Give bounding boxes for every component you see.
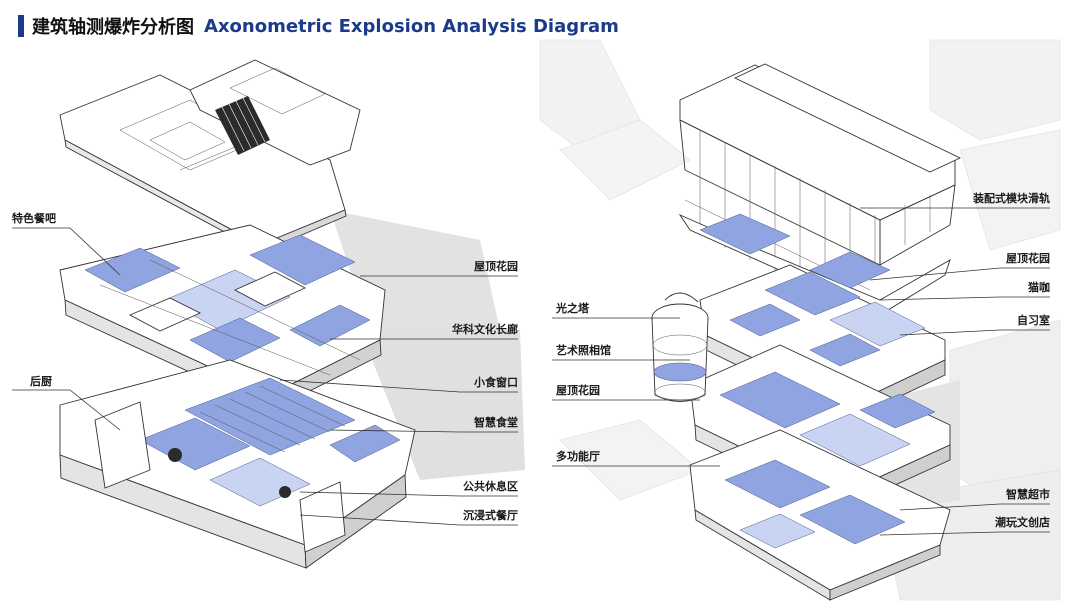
title-english: Axonometric Explosion Analysis Diagram bbox=[204, 15, 619, 37]
label-zixishi: 自习室 bbox=[1017, 313, 1050, 327]
label-houchu: 后厨 bbox=[30, 374, 52, 388]
label-duogongnengting: 多功能厅 bbox=[556, 449, 600, 463]
context-buildings bbox=[539, 39, 1061, 601]
label-gonggong-xiuxiqu: 公共休息区 bbox=[463, 479, 518, 493]
label-chenjinshi-canting: 沉浸式餐厅 bbox=[463, 508, 518, 522]
light-tower bbox=[651, 292, 709, 402]
label-guangzhita: 光之塔 bbox=[555, 301, 590, 315]
right-middle-floor bbox=[689, 344, 951, 511]
label-zhihui-shitang: 智慧食堂 bbox=[474, 415, 518, 429]
label-wuding-huayuan-tower: 屋顶花园 bbox=[556, 383, 600, 397]
right-ground-floor bbox=[689, 429, 951, 601]
label-zhuangpei-huagui: 装配式模块滑轨 bbox=[972, 191, 1050, 205]
label-wuding-huayuan-right: 屋顶花园 bbox=[1006, 251, 1050, 265]
title-chinese: 建筑轴测爆炸分析图 bbox=[32, 17, 194, 38]
label-chaowan-wenchuangdian: 潮玩文创店 bbox=[995, 515, 1050, 529]
label-wuding-huayuan-left: 屋顶花园 bbox=[474, 259, 518, 273]
label-maoka: 猫咖 bbox=[1028, 280, 1050, 294]
label-tese-canba: 特色餐吧 bbox=[12, 211, 56, 225]
label-xiaoshi-chuangkou: 小食窗口 bbox=[473, 375, 518, 389]
left-ground-floor bbox=[59, 359, 416, 569]
title-accent-bar bbox=[18, 15, 24, 37]
dining-tables bbox=[199, 385, 346, 453]
left-roof-layer bbox=[59, 59, 361, 253]
right-frame-layer bbox=[678, 63, 962, 316]
label-yishu-zhaoxiangguan: 艺术照相馆 bbox=[556, 343, 611, 357]
title-bar: 建筑轴测爆炸分析图 Axonometric Explosion Analysis… bbox=[18, 14, 619, 38]
louver-block bbox=[215, 96, 270, 155]
right-leader-lines bbox=[552, 207, 1050, 536]
label-huake-wenhua-changlang: 华科文化长廊 bbox=[452, 322, 518, 336]
label-zhihui-chaoshi: 智慧超市 bbox=[1006, 487, 1050, 501]
left-leader-lines bbox=[12, 227, 518, 526]
